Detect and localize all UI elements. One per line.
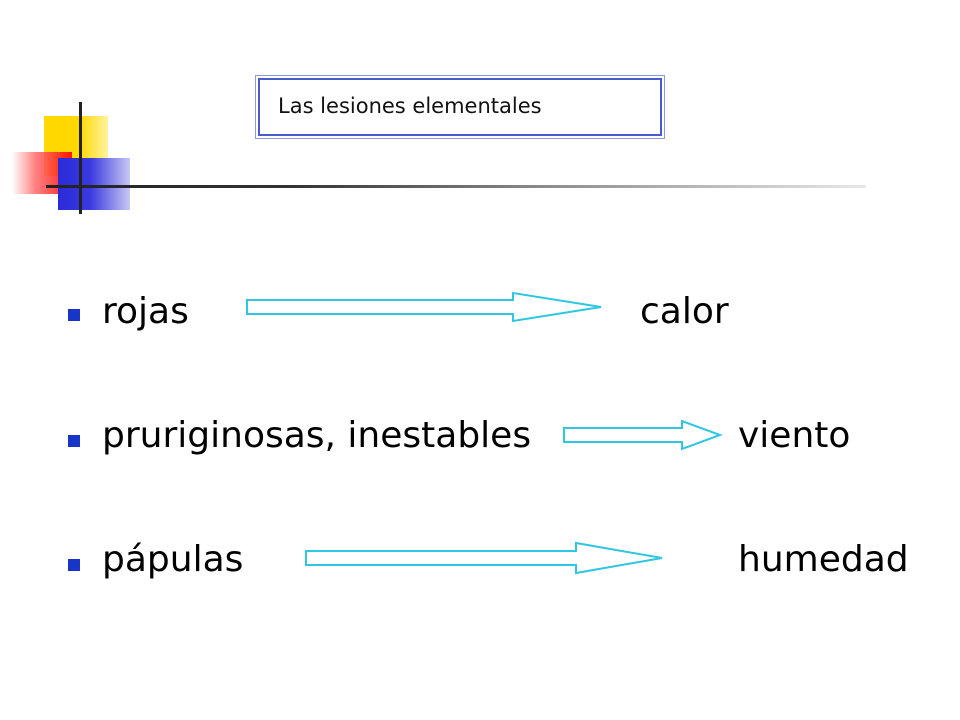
item-term: rojas xyxy=(102,291,189,332)
bullet-icon xyxy=(68,435,80,447)
arrow-right-icon xyxy=(563,419,723,451)
item-result: humedad xyxy=(738,539,909,580)
vertical-rule xyxy=(79,102,82,214)
list-item: pruriginosas, inestables viento xyxy=(0,416,960,476)
header-rule xyxy=(46,185,866,188)
blue-square xyxy=(58,158,130,210)
item-term: pápulas xyxy=(102,539,244,580)
arrow-right-icon xyxy=(305,541,663,575)
bullet-icon xyxy=(68,559,80,571)
list-item: rojas calor xyxy=(0,290,960,350)
item-term: pruriginosas, inestables xyxy=(102,415,532,456)
item-result: viento xyxy=(738,415,851,456)
slide-title: Las lesiones elementales xyxy=(278,94,542,118)
slide-logo-decoration xyxy=(0,0,140,220)
list-item: pápulas humedad xyxy=(0,538,960,598)
bullet-icon xyxy=(68,309,80,321)
title-box: Las lesiones elementales xyxy=(255,75,665,139)
item-result: calor xyxy=(640,291,729,332)
arrow-right-icon xyxy=(246,291,602,323)
